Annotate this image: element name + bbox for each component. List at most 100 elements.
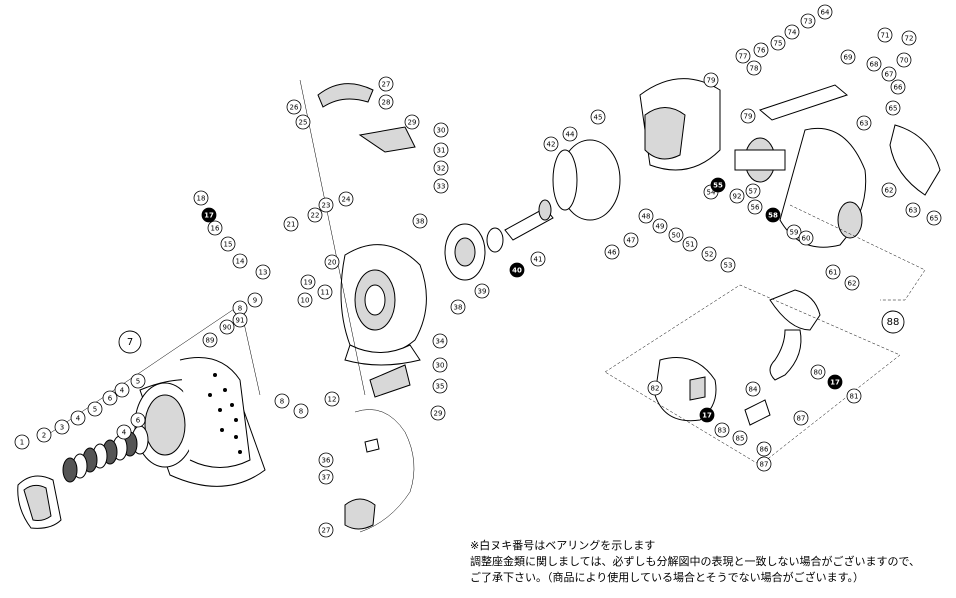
- part-label-73: 73: [800, 13, 816, 29]
- part-label-79: 79: [740, 108, 756, 124]
- svg-text:47: 47: [627, 237, 636, 245]
- svg-text:61: 61: [829, 269, 838, 277]
- part-label-19: 19: [300, 274, 316, 290]
- part-label-86: 86: [756, 441, 772, 457]
- svg-text:78: 78: [750, 65, 759, 73]
- part-label-51: 51: [682, 236, 698, 252]
- svg-text:87: 87: [797, 415, 806, 423]
- bearing-label-58: 58: [765, 207, 781, 223]
- svg-text:4: 4: [120, 387, 125, 395]
- notes: ※白ヌキ番号はベアリングを示します 調整座金類に関しましては、必ずしも分解図中の…: [470, 538, 950, 586]
- part-label-35: 35: [432, 378, 448, 394]
- svg-text:25: 25: [299, 119, 308, 127]
- svg-text:31: 31: [437, 147, 446, 155]
- drive-gear-drawing: [552, 137, 786, 221]
- part-label-87: 87: [756, 456, 772, 472]
- svg-text:8: 8: [238, 305, 242, 313]
- svg-text:19: 19: [304, 279, 313, 287]
- part-label-23: 23: [318, 197, 334, 213]
- svg-text:35: 35: [436, 383, 445, 391]
- part-label-89: 89: [202, 332, 218, 348]
- svg-text:44: 44: [566, 131, 575, 139]
- svg-text:29: 29: [434, 410, 443, 418]
- part-label-65: 65: [885, 100, 901, 116]
- svg-text:76: 76: [757, 47, 766, 55]
- part-label-8: 8: [293, 403, 309, 419]
- svg-text:6: 6: [136, 417, 141, 425]
- svg-text:73: 73: [804, 18, 813, 26]
- part-label-28: 28: [378, 94, 394, 110]
- svg-text:27: 27: [382, 81, 391, 89]
- part-label-6: 6: [130, 412, 146, 428]
- part-label-50: 50: [668, 227, 684, 243]
- svg-text:58: 58: [768, 212, 778, 220]
- part-label-53: 53: [720, 257, 736, 273]
- svg-text:72: 72: [905, 35, 914, 43]
- part-label-84: 84: [745, 381, 761, 397]
- svg-text:79: 79: [744, 113, 753, 121]
- part-label-74: 74: [784, 24, 800, 40]
- part-label-37: 37: [318, 469, 334, 485]
- svg-text:83: 83: [718, 427, 727, 435]
- svg-text:77: 77: [739, 53, 748, 61]
- part-label-32: 32: [433, 160, 449, 176]
- svg-text:34: 34: [436, 338, 445, 346]
- part-label-27: 27: [318, 522, 334, 538]
- part-label-75: 75: [770, 35, 786, 51]
- part-label-63: 63: [905, 202, 921, 218]
- svg-text:40: 40: [512, 267, 522, 275]
- note-washer-disclaimer-cont: ご了承下さい。（商品により使用している場合とそうでない場合がございます。）: [470, 571, 865, 584]
- svg-text:7: 7: [127, 337, 133, 348]
- part-label-78: 78: [746, 60, 762, 76]
- part-label-34: 34: [432, 333, 448, 349]
- drag-knob-drawing: [17, 475, 62, 529]
- svg-text:79: 79: [707, 77, 716, 85]
- svg-text:70: 70: [900, 57, 909, 65]
- part-label-62: 62: [844, 275, 860, 291]
- svg-text:29: 29: [408, 119, 417, 127]
- part-label-76: 76: [753, 42, 769, 58]
- svg-text:89: 89: [206, 337, 215, 345]
- svg-text:26: 26: [290, 104, 299, 112]
- rotor-drawing: [340, 244, 427, 366]
- svg-text:22: 22: [311, 212, 320, 220]
- part-label-81: 81: [846, 388, 862, 404]
- part-label-65: 65: [926, 210, 942, 226]
- part-label-52: 52: [701, 246, 717, 262]
- svg-text:17: 17: [830, 379, 840, 387]
- part-label-30: 30: [432, 357, 448, 373]
- svg-text:23: 23: [322, 202, 331, 210]
- part-label-77: 77: [735, 48, 751, 64]
- part-label-10: 10: [297, 292, 313, 308]
- svg-text:86: 86: [760, 446, 769, 454]
- bearing-label-40: 40: [509, 262, 525, 278]
- part-label-66: 66: [890, 79, 906, 95]
- bail-drawing: [317, 83, 416, 533]
- svg-text:8: 8: [299, 408, 303, 416]
- svg-text:39: 39: [478, 288, 487, 296]
- svg-text:62: 62: [848, 280, 857, 288]
- body-drawing: [639, 78, 941, 248]
- part-label-16: 16: [207, 220, 223, 236]
- part-label-60: 60: [798, 230, 814, 246]
- part-label-82: 82: [647, 380, 663, 396]
- svg-text:11: 11: [321, 289, 330, 297]
- part-label-20: 20: [324, 254, 340, 270]
- svg-text:56: 56: [751, 204, 760, 212]
- svg-text:81: 81: [850, 393, 859, 401]
- svg-text:10: 10: [301, 297, 310, 305]
- svg-text:36: 36: [322, 457, 331, 465]
- svg-text:41: 41: [534, 256, 543, 264]
- svg-text:13: 13: [259, 269, 268, 277]
- svg-text:5: 5: [93, 406, 97, 414]
- part-label-38: 38: [450, 299, 466, 315]
- svg-text:48: 48: [642, 213, 651, 221]
- svg-text:65: 65: [930, 215, 939, 223]
- svg-text:71: 71: [881, 32, 890, 40]
- bearing-label-17: 17: [201, 207, 217, 223]
- part-label-36: 36: [318, 452, 334, 468]
- part-label-90: 90: [219, 319, 235, 335]
- part-label-4: 4: [114, 382, 130, 398]
- svg-text:37: 37: [322, 474, 331, 482]
- part-label-3: 3: [54, 419, 70, 435]
